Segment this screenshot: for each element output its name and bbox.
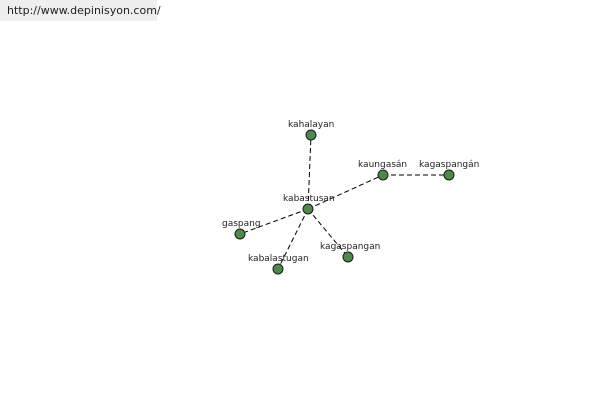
node-label: kagaspangan bbox=[320, 242, 380, 252]
edge-kabastusan-kahalayan bbox=[307, 134, 312, 210]
node-kagaspangan2[interactable]: kagaspangán bbox=[419, 160, 479, 181]
edge-kabastusan-gaspang bbox=[239, 208, 309, 235]
node-label: kaungasán bbox=[358, 160, 407, 170]
node-label: kahalayan bbox=[288, 120, 334, 130]
node-kabalastugan[interactable]: kabalastugan bbox=[248, 254, 309, 275]
node-dot[interactable] bbox=[305, 129, 317, 141]
node-kabastusan[interactable]: kabastusan bbox=[283, 194, 335, 215]
edge-kabastusan-kabalastugan bbox=[277, 208, 309, 270]
nodes-layer: kabastusan kahalayan kaungasán kagaspangán g… bbox=[222, 120, 479, 275]
node-dot[interactable] bbox=[272, 263, 284, 275]
edge-kabastusan-kaungasan bbox=[307, 174, 384, 210]
node-gaspang[interactable]: gaspang bbox=[222, 219, 261, 240]
source-url: http://www.depinisyon.com/ bbox=[0, 0, 161, 21]
node-kahalayan[interactable]: kahalayan bbox=[288, 120, 334, 141]
edges-layer bbox=[239, 134, 449, 270]
node-dot[interactable] bbox=[302, 203, 314, 215]
node-dot[interactable] bbox=[234, 228, 246, 240]
node-label: kagaspangán bbox=[419, 160, 479, 170]
node-dot[interactable] bbox=[377, 169, 389, 181]
node-label: gaspang bbox=[222, 219, 261, 229]
node-kagaspangan[interactable]: kagaspangan bbox=[320, 242, 380, 263]
node-kaungasan[interactable]: kaungasán bbox=[358, 160, 407, 181]
node-label: kabalastugan bbox=[248, 254, 309, 264]
node-dot[interactable] bbox=[443, 169, 455, 181]
node-label: kabastusan bbox=[283, 194, 335, 204]
node-dot[interactable] bbox=[342, 251, 354, 263]
edge-kabastusan-kagaspangan bbox=[307, 208, 349, 258]
